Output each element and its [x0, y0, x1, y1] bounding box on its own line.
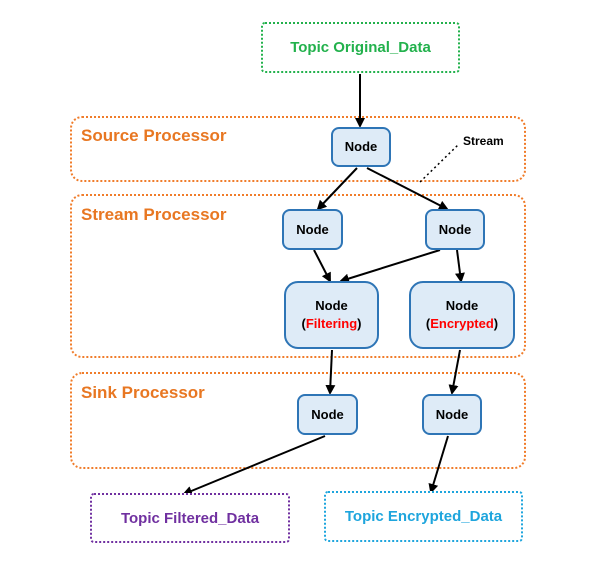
source-node: Node [331, 127, 391, 167]
source-processor-label: Source Processor [81, 126, 227, 145]
node-label: Node [311, 406, 344, 422]
node-label: Node [296, 221, 329, 237]
node-label: Node [344, 139, 378, 155]
encrypted-text: Encrypted [430, 316, 494, 331]
topic-encrypted-data: Topic Encrypted_Data [324, 491, 523, 542]
encrypted-qualifier: (Encrypted) [426, 315, 498, 333]
topic-filtered-data: Topic Filtered_Data [90, 493, 290, 543]
node-label: Node [435, 406, 469, 422]
open-paren: ( [301, 316, 306, 331]
stream-node-left: Node [282, 209, 343, 250]
sink-node-right: Node [422, 394, 482, 435]
stream-node-right: Node [425, 209, 485, 250]
sink-node-left: Node [297, 394, 358, 435]
sink-processor-label: Sink Processor [81, 383, 205, 402]
filtering-qualifier: (Filtering) [302, 315, 362, 333]
node-label: Node [445, 298, 479, 314]
close-paren: ) [493, 316, 499, 331]
topic-original-data: Topic Original_Data [261, 22, 460, 73]
source-processor-group [70, 116, 526, 182]
stream-label: Stream [463, 134, 504, 148]
encrypted-node: Node (Encrypted) [409, 281, 515, 349]
filtering-text: Filtering [305, 316, 358, 331]
node-label: Node [315, 298, 348, 314]
open-paren: ( [425, 316, 431, 331]
node-label: Node [438, 221, 472, 237]
stream-processor-label: Stream Processor [81, 205, 227, 224]
stream-processor-group [70, 194, 526, 358]
filtering-node: Node (Filtering) [284, 281, 379, 349]
close-paren: ) [357, 316, 362, 331]
